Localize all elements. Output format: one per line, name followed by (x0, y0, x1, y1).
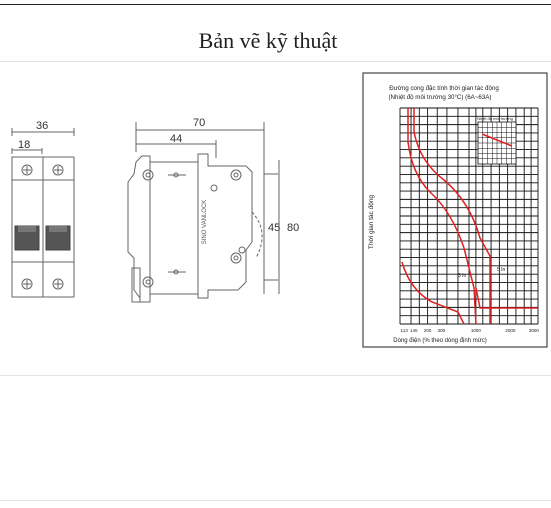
marker-5in: 5 In (497, 267, 506, 273)
marker-3in: 3 In (458, 273, 467, 279)
dim-70-label: 70 (193, 117, 205, 129)
trip-curve-line (481, 133, 513, 147)
x-tick-label: 113 (401, 328, 409, 333)
front-view-drawing: 36 18 (11, 120, 75, 298)
divider-middle (0, 375, 551, 376)
side-view-drawing: 70 44 (127, 117, 299, 303)
curve-chart-title: Đường cong đặc tính thời gian tác động (389, 85, 499, 92)
trip-curve-chart: Đường cong đặc tính thời gian tác động (… (362, 72, 548, 348)
x-tick-label: 1000 (471, 328, 482, 333)
divider-bottom (0, 500, 551, 501)
trip-curve-line (475, 287, 538, 309)
trip-curve-line (413, 108, 491, 324)
dim-45-label: 45 (268, 222, 280, 234)
top-border (0, 4, 551, 5)
technical-drawing-panel: 36 18 (0, 62, 551, 376)
side-view-brand-label: SINO VANLOCK (202, 200, 208, 245)
dim-80-label: 80 (287, 222, 299, 234)
curve-chart-subtitle: (Nhiệt độ môi trường 30°C) (6A~63A) (388, 94, 491, 101)
trip-curve-line (407, 108, 477, 325)
inset-title: Nhiệt độ môi trường (477, 116, 513, 121)
svg-text:SINO VANLOCK: SINO VANLOCK (202, 200, 208, 245)
x-tick-label: 300 (438, 328, 446, 333)
dim-36-label: 36 (36, 120, 48, 132)
section-title: Bản vẽ kỹ thuật (198, 28, 338, 53)
curve-chart-ylabel: Thời gian tác động (368, 195, 375, 250)
trip-curve-line (401, 261, 465, 325)
x-tick-label: 3000 (529, 328, 540, 333)
x-tick-label: 145 (410, 328, 418, 333)
dim-44-label: 44 (170, 133, 182, 145)
curve-chart-xlabel: Dòng điện (% theo dòng định mức) (393, 338, 486, 344)
x-tick-label: 200 (424, 328, 432, 333)
dim-18-label: 18 (18, 139, 30, 151)
divider-top (0, 61, 551, 62)
x-tick-label: 2000 (505, 328, 516, 333)
